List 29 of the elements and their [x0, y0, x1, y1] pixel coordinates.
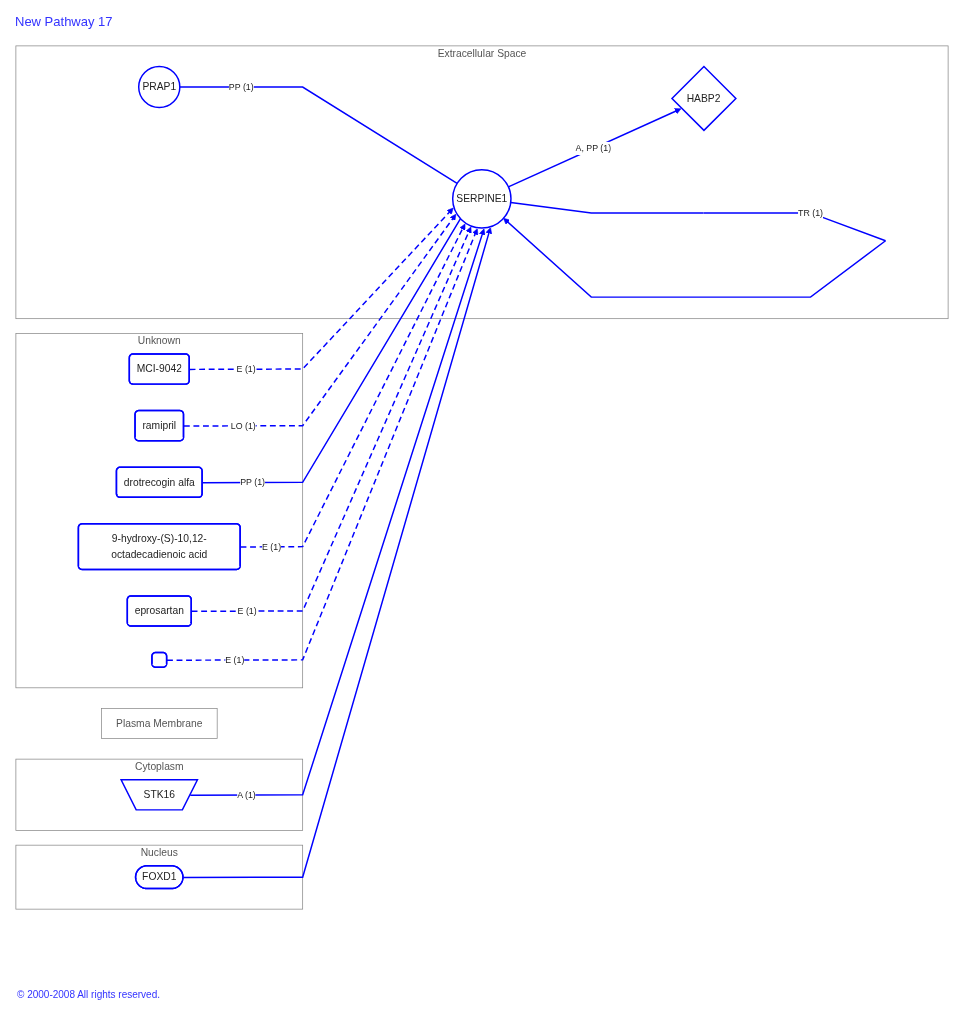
connector-line — [179, 86, 458, 185]
rounded-node: MCI-9042 — [128, 353, 190, 385]
edge-label: E (1) — [225, 653, 245, 667]
diagram-title: New Pathway 17 — [15, 14, 113, 29]
arrow — [183, 213, 457, 427]
edge-label: TR (1) — [798, 206, 824, 220]
edge-label: PP (1) — [240, 475, 265, 490]
circle-node: SERPINE1 — [451, 168, 512, 229]
diamond-node: HABP2 — [670, 65, 737, 132]
edge-label: E (1) — [237, 604, 257, 618]
rounded-node: eprosartan — [126, 595, 192, 627]
rounded-node: 9-hydroxy-(S)-10,12-octadecadienoic acid — [77, 523, 241, 571]
edge-label: LO (1) — [230, 419, 256, 433]
edge-label: E (1) — [236, 362, 256, 376]
arrow — [182, 227, 492, 879]
rounded-node: ramipril — [134, 409, 185, 442]
arrow — [189, 228, 486, 796]
circle-node: PRAP1 — [137, 65, 181, 109]
edge-label: A (1) — [237, 788, 256, 802]
edge-label: PP (1) — [228, 80, 254, 94]
triangle-node: STK16 — [119, 779, 199, 811]
loop-arrow — [503, 201, 887, 298]
compartment-band: Plasma Membrane — [101, 708, 218, 739]
edge-label: A, PP (1) — [575, 141, 612, 156]
edge-label: E (1) — [262, 540, 282, 554]
rounded-node: drotrecogin alfa — [115, 466, 203, 499]
rounded-node — [151, 651, 168, 668]
footer-note: © 2000-2008 All rights reserved. — [17, 989, 160, 1000]
arrow — [166, 228, 479, 661]
